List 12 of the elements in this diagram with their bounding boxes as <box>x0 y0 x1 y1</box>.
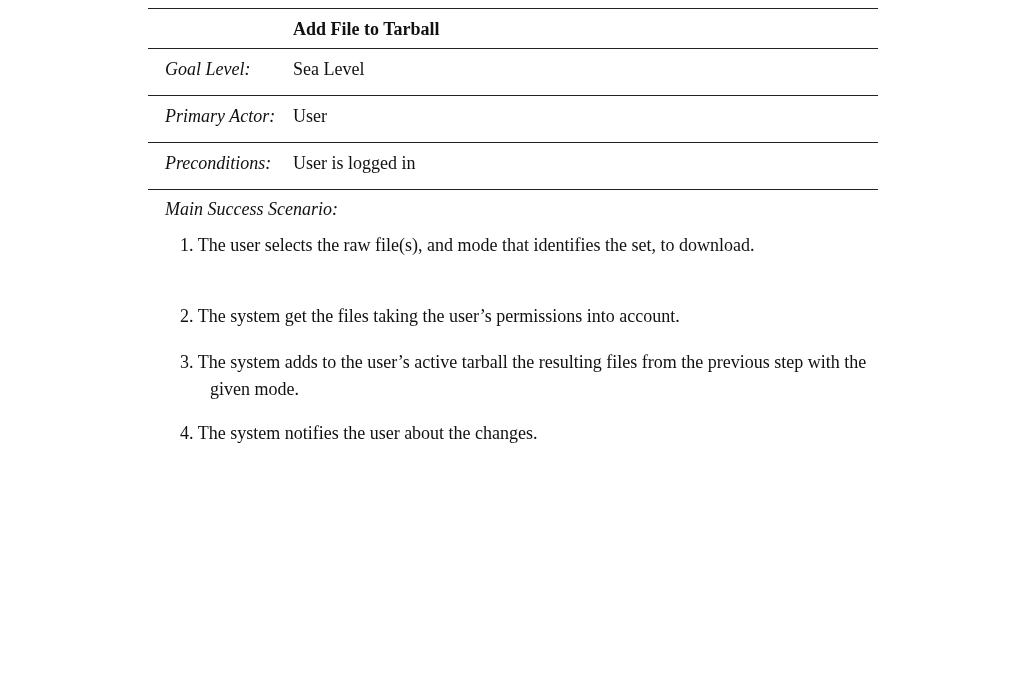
field-label: Preconditions: <box>165 153 272 174</box>
list-item: 1. The user selects the raw file(s), and mode that identifies the set, to download. <box>180 234 756 257</box>
field-label: Primary Actor: <box>165 106 276 127</box>
field-value: User <box>293 106 327 127</box>
field-value: Sea Level <box>293 59 365 80</box>
field-label: Goal Level: <box>165 59 251 80</box>
field-value: User is logged in <box>293 153 416 174</box>
list-item: 3. The system adds to the user’s active tarball the resulting files from the previous step with the given mode. <box>180 351 868 401</box>
list-item: 2. The system get the files taking the user’s permissions into account. <box>180 305 681 328</box>
table-heading: Add File to Tarball <box>293 19 440 40</box>
section-heading: Main Success Scenario: <box>165 199 338 220</box>
list-item: 4. The system notifies the user about the changes. <box>180 422 539 445</box>
